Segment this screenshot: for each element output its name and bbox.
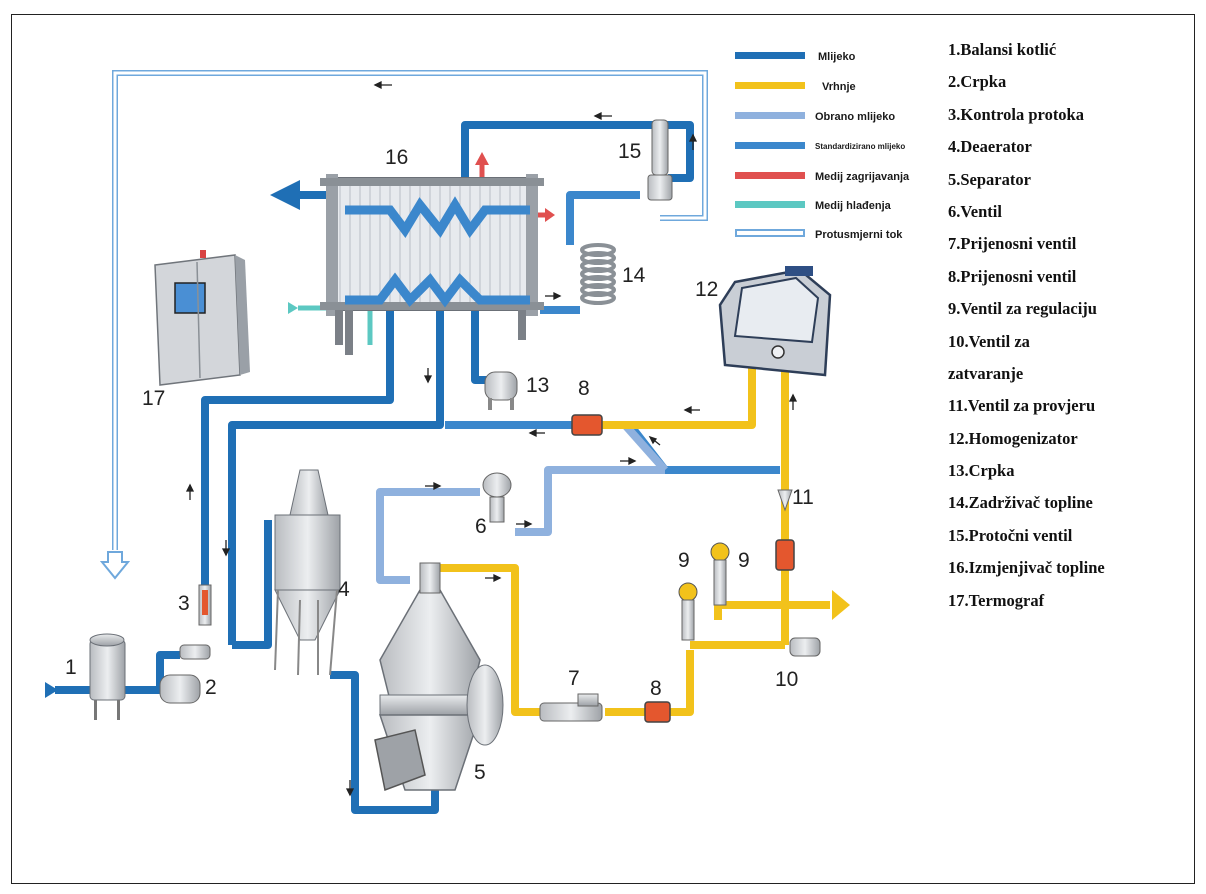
homogenizer	[718, 266, 832, 377]
number-8-top: 8	[578, 377, 590, 400]
number-15: 15	[618, 140, 641, 163]
component-list-item: 1.Balansi kotlić	[948, 40, 1057, 59]
flow-control	[179, 584, 212, 660]
skim-lines	[376, 422, 668, 584]
number-12: 12	[695, 278, 718, 301]
shutoff-valve-10	[789, 637, 821, 657]
component-list-item: zatvaranje	[948, 363, 1024, 383]
legend-swatch-backflow	[735, 229, 805, 237]
heating-arrow-up	[475, 152, 489, 165]
number-8-bottom: 8	[650, 677, 662, 700]
legend-label-cooling: Medij hlađenja	[815, 200, 892, 212]
legend-swatch-cream	[735, 82, 805, 89]
thermograph-cabinet	[154, 250, 250, 386]
flow-diversion-valve	[647, 119, 673, 201]
number-17: 17	[142, 387, 165, 410]
pump-13	[484, 371, 518, 410]
legend-label-milk: Mlijeko	[818, 51, 856, 63]
number-7: 7	[568, 667, 580, 690]
legend-label-cream: Vrhnje	[822, 81, 856, 93]
legend-swatch-milk	[735, 52, 805, 59]
number-1: 1	[65, 656, 77, 679]
legend-label-standard: Standardizirano mlijeko	[815, 142, 905, 151]
holding-tube	[580, 243, 616, 305]
component-list-item: 16.Izmjenjivač topline	[948, 558, 1105, 578]
number-11: 11	[792, 486, 814, 509]
balance-tank	[89, 633, 126, 720]
separator	[374, 562, 504, 792]
inlet-arrow	[27, 682, 58, 698]
number-9-left: 9	[678, 549, 690, 572]
legend: Mlijeko Vrhnje Obrano mlijeko Standardiz…	[735, 51, 910, 241]
valve-6	[482, 472, 512, 523]
component-list-item: 6.Ventil	[948, 201, 1002, 221]
outlet-arrow	[270, 180, 300, 210]
component-list-item: 4.Deaerator	[948, 137, 1032, 157]
component-list-item: 5.Separator	[948, 169, 1031, 189]
component-list-item: 7.Prijenosni ventil	[948, 234, 1077, 254]
component-list-item: 13.Crpka	[948, 461, 1015, 481]
component-list-item: 8.Prijenosni ventil	[948, 266, 1077, 286]
cream-outlet-arrow	[832, 590, 850, 620]
legend-swatch-cooling	[735, 201, 805, 208]
component-list-item: 17.Termograf	[948, 590, 1045, 610]
cooling-arrow	[288, 302, 298, 314]
component-list-item: 14.Zadrživač topline	[948, 493, 1093, 513]
regulating-valves	[678, 542, 730, 641]
backflow-line	[99, 70, 708, 580]
legend-swatch-skim	[735, 112, 805, 119]
number-16: 16	[385, 146, 408, 169]
heat-exchanger	[320, 174, 544, 355]
component-list-item: 2.Crpka	[948, 72, 1007, 92]
pump-2	[159, 674, 201, 704]
number-3: 3	[178, 592, 190, 615]
component-list-item: 11.Ventil za provjeru	[948, 396, 1096, 416]
legend-swatch-heating	[735, 172, 805, 179]
component-list-item: 9.Ventil za regulaciju	[948, 299, 1097, 319]
transmitter-8	[571, 414, 795, 723]
milk-lines	[55, 121, 694, 814]
component-numbers: 1 2 3 4 5 6 7 8 8 9 9 10 11 12 13 14 15 …	[65, 140, 814, 784]
number-10: 10	[775, 668, 798, 691]
component-list-item: 10.Ventil za	[948, 331, 1030, 351]
number-2: 2	[205, 676, 217, 699]
flow-arrows	[185, 80, 798, 797]
number-5: 5	[474, 761, 486, 784]
deaerator	[274, 469, 341, 676]
heating-arrow-right	[545, 208, 555, 222]
legend-swatch-standard	[735, 142, 805, 149]
legend-label-heating: Medij zagrijavanja	[815, 171, 910, 183]
figure-frame	[11, 14, 1195, 884]
check-valve-11	[777, 489, 793, 512]
number-13: 13	[526, 374, 549, 397]
number-6: 6	[475, 515, 487, 538]
transmitter-7	[539, 693, 603, 722]
legend-label-backflow: Protusmjerni tok	[815, 229, 903, 241]
component-list-item: 3.Kontrola protoka	[948, 104, 1084, 124]
component-list-item: 12.Homogenizator	[948, 428, 1078, 448]
legend-label-skim: Obrano mlijeko	[815, 111, 895, 123]
number-14: 14	[622, 264, 646, 287]
component-list-item: 15.Protočni ventil	[948, 525, 1073, 545]
number-9-right: 9	[738, 549, 750, 572]
number-4: 4	[338, 578, 350, 601]
component-list: 1.Balansi kotlić 2.Crpka 3.Kontrola prot…	[948, 34, 1105, 617]
